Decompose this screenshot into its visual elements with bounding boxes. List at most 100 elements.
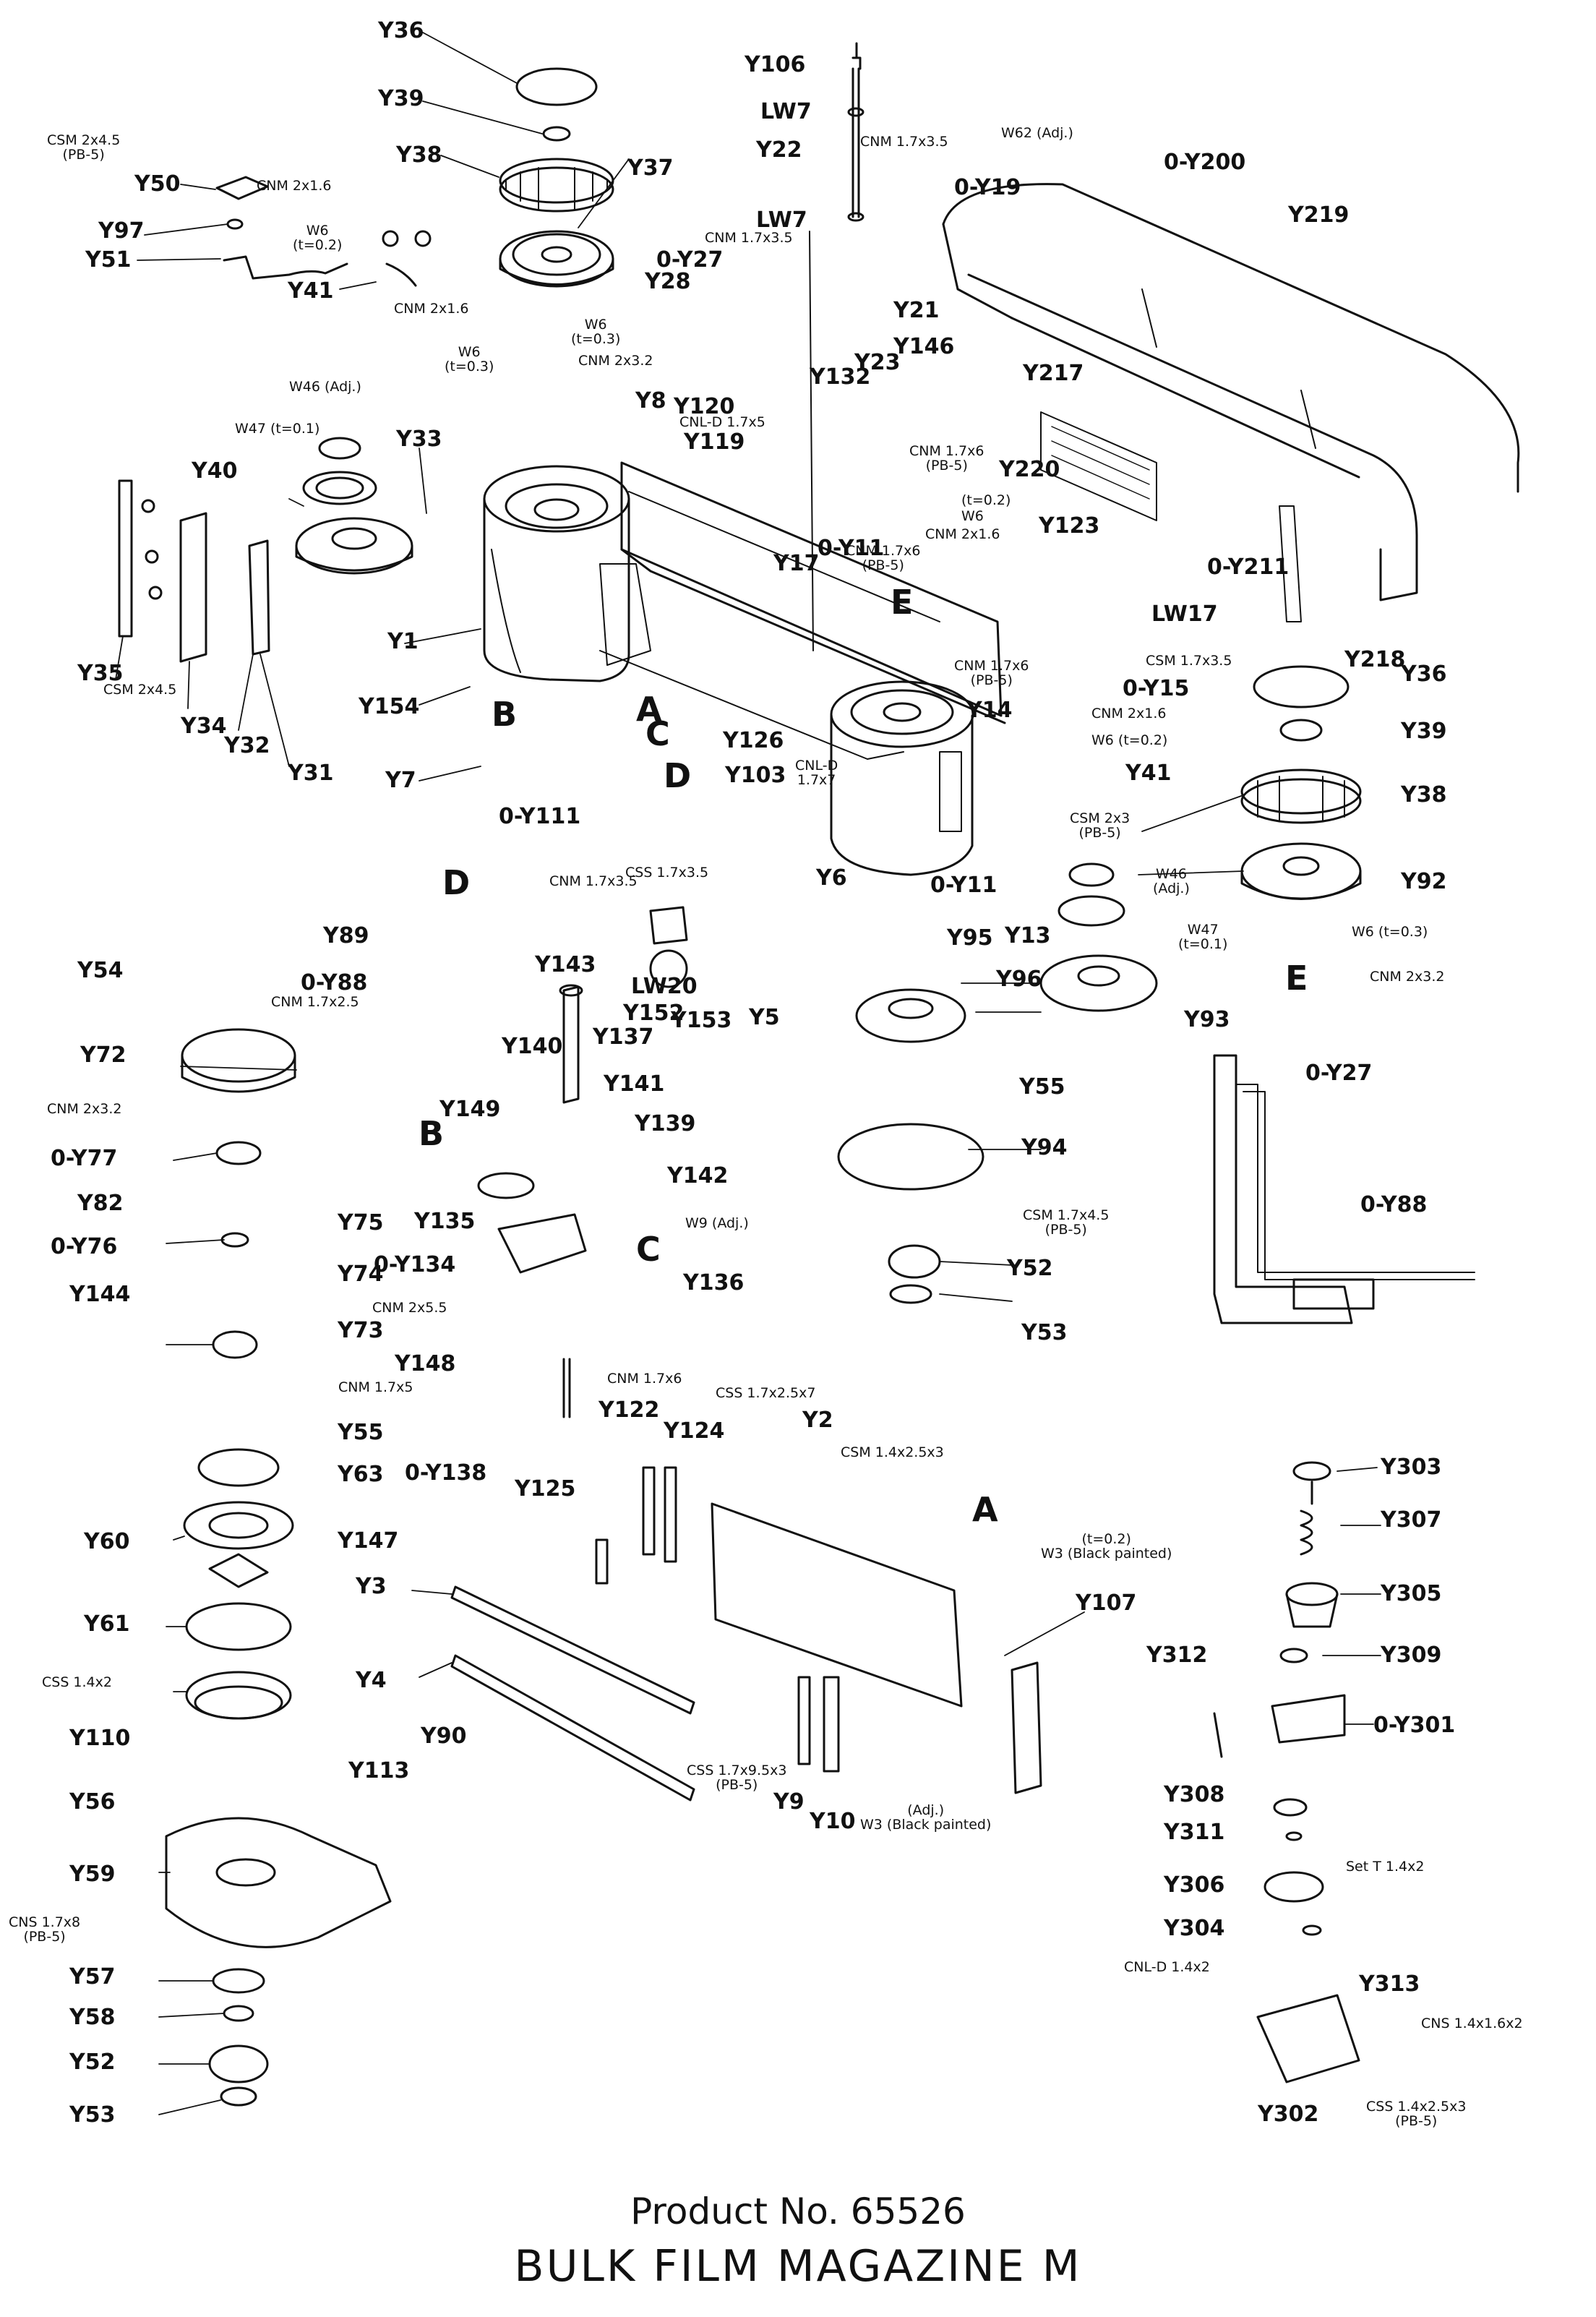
- part-label: Y61: [84, 1611, 130, 1637]
- part-label: Y1: [387, 629, 419, 654]
- part-label: Y144: [69, 1282, 131, 1307]
- spec-label: W46 (Adj.): [1153, 866, 1190, 896]
- spec-label: CNM 1.7x6: [607, 1371, 682, 1387]
- product-number: Product No. 65526: [630, 2190, 966, 2232]
- spec-label: CNM 2x3.2: [1370, 969, 1445, 985]
- part-label: Y139: [635, 1111, 696, 1136]
- spec-label: CNS 1.4x1.6x2: [1421, 2016, 1523, 2031]
- ref-letter: C: [636, 1230, 661, 1269]
- part-label: LW20: [631, 974, 698, 999]
- part-label: Y147: [338, 1528, 399, 1554]
- spec-label: CNM 1.7x3.5: [705, 230, 793, 246]
- part-label: Y37: [627, 155, 674, 181]
- spec-label: W6 (t=0.2): [1091, 732, 1168, 748]
- spec-label: W6 (t=0.2): [293, 223, 343, 253]
- spec-label: CSM 2x4.5 (PB-5): [47, 132, 121, 163]
- spec-label: CNM 2x1.6: [925, 526, 1000, 542]
- part-label: 0-Y211: [1207, 554, 1290, 580]
- part-label: Y54: [77, 958, 124, 983]
- part-label: Y305: [1381, 1581, 1442, 1606]
- spec-label: (t=0.2): [961, 492, 1011, 508]
- part-label: 0-Y15: [1123, 676, 1190, 701]
- part-label: Y110: [69, 1726, 131, 1751]
- part-label: Y149: [439, 1097, 501, 1122]
- right-spool-housing: [830, 680, 974, 876]
- part-label: 0-Y27: [656, 247, 724, 273]
- rails-and-frame: [450, 1466, 1042, 1802]
- spec-label: W6 (t=0.3): [445, 344, 494, 374]
- part-label: 0-Y76: [51, 1234, 118, 1259]
- part-label: Y302: [1258, 2102, 1319, 2127]
- spec-label: CSS 1.4x2.5x3 (PB-5): [1366, 2099, 1467, 2129]
- part-label: Y50: [134, 171, 181, 197]
- part-label: Y23: [854, 350, 901, 375]
- part-label: Y94: [1021, 1135, 1068, 1160]
- part-label: Y21: [893, 298, 940, 323]
- ref-letter: E: [1285, 959, 1308, 998]
- spec-label: CNM 1.7x3.5: [549, 873, 638, 889]
- part-label: 0-Y11: [930, 873, 998, 898]
- spec-label: W62 (Adj.): [1001, 125, 1073, 141]
- ref-letter: E: [891, 583, 914, 622]
- ref-letter: B: [419, 1114, 445, 1153]
- part-label: Y74: [338, 1262, 384, 1287]
- part-label: Y39: [1401, 719, 1447, 744]
- spec-label: CNL-D 1.7x5: [679, 414, 765, 430]
- part-label: 0-Y111: [499, 804, 581, 829]
- part-label: LW7: [760, 99, 812, 124]
- lower-right-knob: [1213, 1461, 1360, 2083]
- spec-label: CNM 2x1.6: [394, 301, 469, 317]
- spec-label: W46 (Adj.): [289, 379, 361, 395]
- left-spool-housing: [483, 465, 630, 682]
- part-label: Y122: [598, 1397, 660, 1423]
- part-label: Y304: [1164, 1916, 1225, 1941]
- left-side-plates: [118, 479, 270, 663]
- part-label: Y34: [181, 714, 227, 739]
- spec-label: CNL-D 1.7x7: [795, 758, 838, 788]
- part-label: Y153: [671, 1008, 732, 1033]
- part-label: Y97: [98, 218, 145, 244]
- part-label: Y4: [356, 1668, 387, 1693]
- part-label: Y308: [1164, 1782, 1225, 1807]
- part-label: Y217: [1023, 361, 1084, 386]
- part-label: Y3: [356, 1574, 387, 1599]
- part-label: Y73: [338, 1318, 384, 1343]
- part-label: Y93: [1184, 1007, 1230, 1032]
- spec-label: CSM 1.7x3.5: [1146, 653, 1232, 669]
- part-label: Y146: [893, 334, 955, 359]
- part-label: 0-Y301: [1373, 1713, 1456, 1738]
- spec-label: CNS 1.7x8 (PB-5): [9, 1914, 81, 1945]
- left-lever-parts: [215, 176, 432, 287]
- part-label: Y107: [1076, 1590, 1137, 1616]
- part-label: Y32: [224, 733, 270, 758]
- ref-letter: A: [972, 1490, 998, 1529]
- part-label: Y103: [725, 763, 786, 788]
- part-label: Y63: [338, 1462, 384, 1487]
- part-label: Y126: [723, 728, 784, 753]
- spec-label: CNM 2x3.2: [578, 353, 653, 369]
- spec-label: W6 (t=0.3): [1352, 924, 1428, 940]
- part-label: Y53: [1021, 1320, 1068, 1345]
- part-label: 0-Y138: [405, 1460, 487, 1486]
- part-label: Y142: [667, 1163, 729, 1189]
- part-label: Y59: [69, 1862, 116, 1887]
- spec-label: CNM 2x3.2: [47, 1101, 122, 1117]
- part-label: Y218: [1344, 647, 1406, 672]
- spec-label: (Adj.) W3 (Black painted): [860, 1802, 992, 1833]
- part-label: Y52: [1007, 1256, 1053, 1281]
- part-label: Y55: [338, 1420, 384, 1445]
- part-label: Y311: [1164, 1820, 1225, 1845]
- part-label: Y72: [80, 1042, 126, 1068]
- part-label: Y312: [1146, 1643, 1208, 1668]
- spec-label: CSM 1.7x4.5 (PB-5): [1023, 1207, 1110, 1238]
- spec-label: CNM 1.7x2.5: [271, 994, 359, 1010]
- part-label: 0-Y77: [51, 1146, 118, 1171]
- part-label: Y140: [502, 1034, 563, 1059]
- part-label: Y31: [288, 761, 334, 786]
- spec-label: CNM 1.7x6 (PB-5): [954, 658, 1029, 688]
- spec-label: W47 (t=0.1): [235, 421, 320, 437]
- part-label: 0-Y88: [301, 970, 368, 995]
- part-label: Y17: [773, 551, 820, 576]
- spec-label: CNM 1.7x6 (PB-5): [909, 443, 984, 474]
